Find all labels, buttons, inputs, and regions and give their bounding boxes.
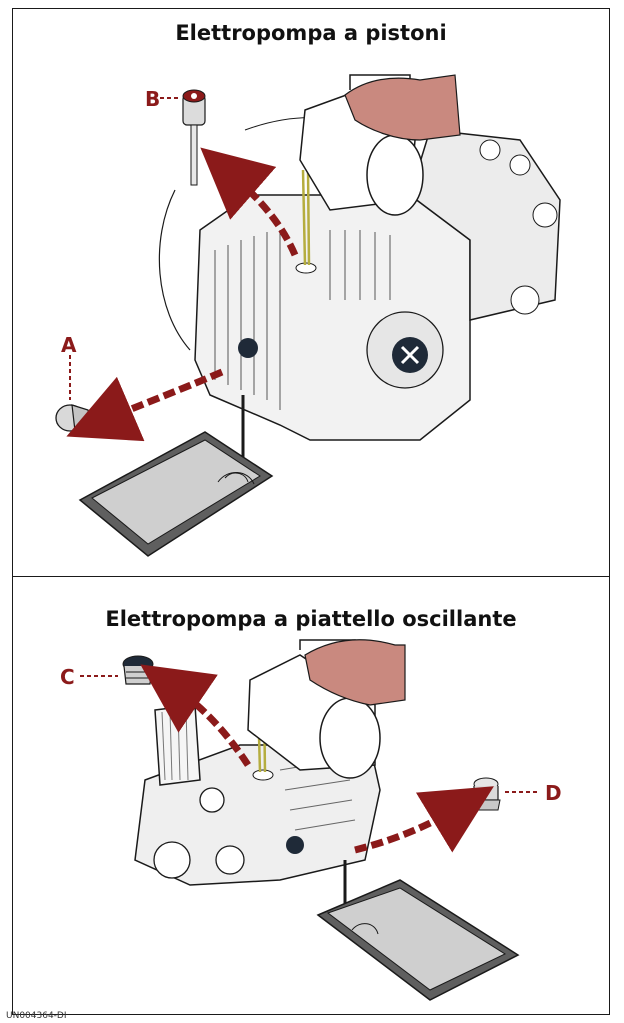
section-title-swashplate-pump: Elettropompa a piattello oscillante (105, 607, 517, 631)
section-divider (13, 576, 609, 577)
piston-pump-illustration: B A (55, 74, 561, 557)
figure-frame: Elettropompa a pistoni Elettropompa a pi… (12, 8, 610, 1015)
swashplate-pump-illustration: C D (60, 639, 562, 1001)
callout-a: A (61, 333, 77, 357)
filler-cap-c (122, 655, 154, 685)
callout-d: D (545, 781, 562, 805)
figure-code: UN004364-DI (6, 1011, 67, 1021)
callout-b: B (145, 87, 160, 111)
drain-plug-d (471, 777, 501, 811)
dipstick-cap-b (182, 89, 206, 186)
drain-plug-a (55, 404, 91, 432)
section-title-piston-pump: Elettropompa a pistoni (175, 21, 447, 45)
callout-c: C (60, 665, 75, 689)
